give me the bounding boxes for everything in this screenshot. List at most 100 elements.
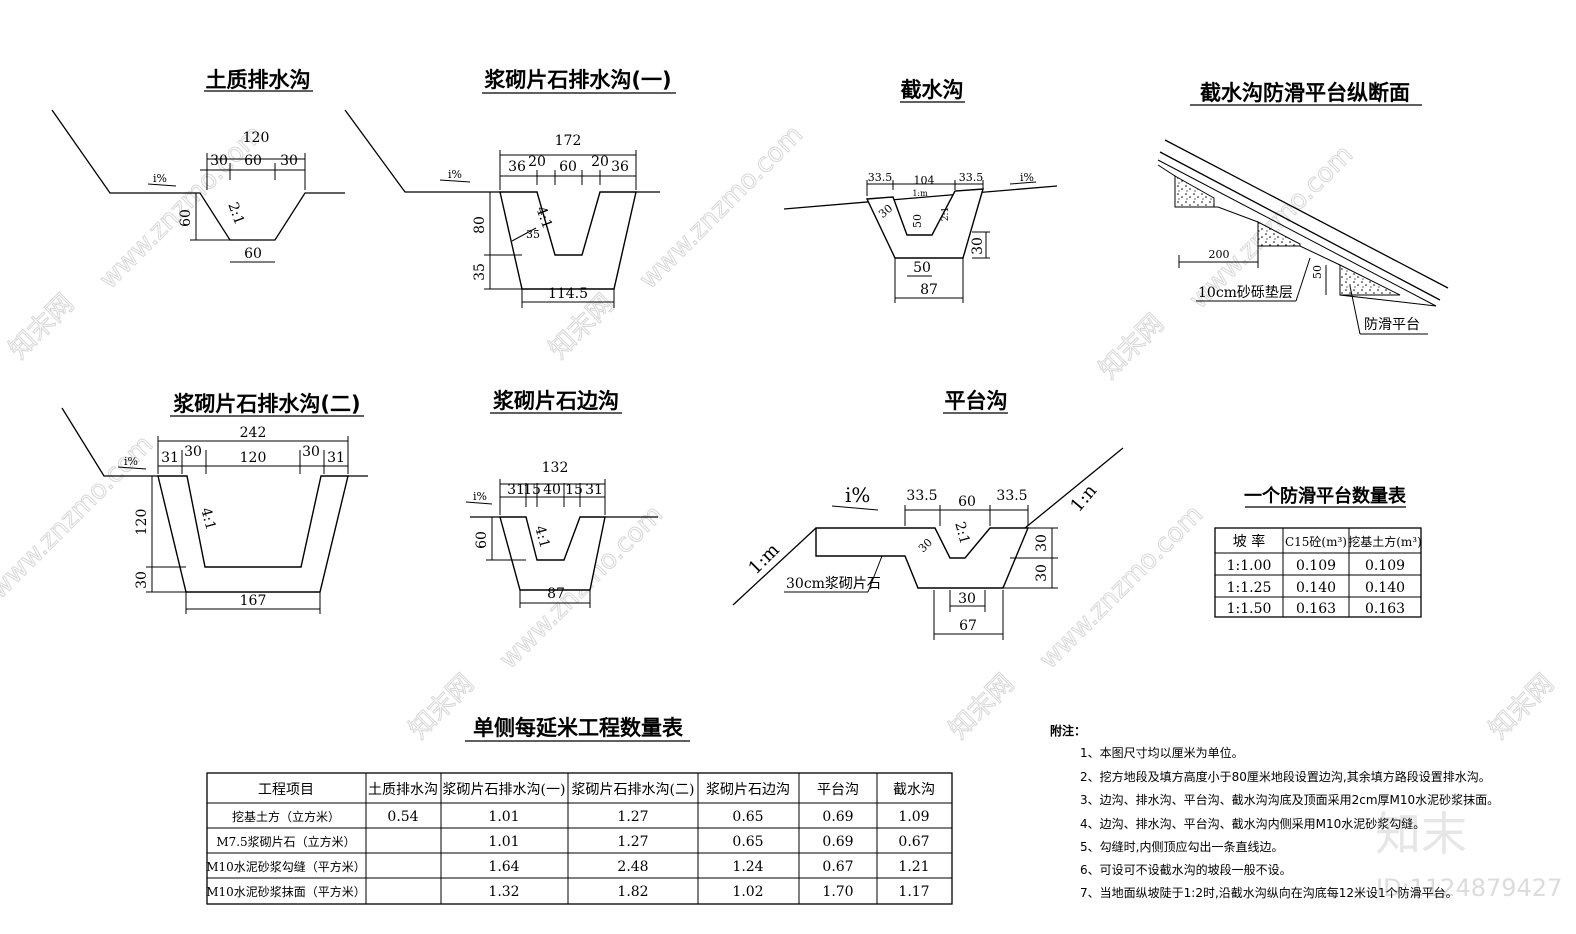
anti-slip-section: 截水沟防滑平台纵断面 200 50 10cm砂砾垫层 防滑平台 xyxy=(1157,81,1449,335)
dim-w3: 30 xyxy=(280,153,298,169)
dim-s2: 30 xyxy=(184,444,202,460)
dim-base: 35 xyxy=(472,263,488,281)
intercept-ditch-title: 截水沟 xyxy=(901,78,964,102)
dim-w1: 30 xyxy=(210,153,228,169)
cell: 0.109 xyxy=(1365,558,1405,574)
note-item: 7、当地面纵坡陡于1:2时,沿截水沟纵向在沟底每12米设1个防滑平台。 xyxy=(1080,885,1458,900)
watermark-text: 知末网 xyxy=(404,669,480,745)
note-item: 4、边沟、排水沟、平台沟、截水沟内侧采用M10水泥砂浆勾缝。 xyxy=(1080,816,1425,831)
dim-s1: 33.5 xyxy=(906,488,937,504)
cell: 1.09 xyxy=(898,809,929,825)
notes-block: 附注： 1、本图尺寸均以厘米为单位。 2、挖方地段及填方高度小于80厘米地段设置… xyxy=(1050,723,1499,900)
watermark-id: ID:1124879427 xyxy=(1376,874,1562,902)
row-label: 挖基土方（立方米） xyxy=(232,809,340,824)
cell: 0.109 xyxy=(1296,558,1336,574)
dim-w2: 60 xyxy=(244,153,262,169)
dim-d2: 50 xyxy=(911,214,924,228)
dim-bottom2: 87 xyxy=(920,282,938,298)
slope-label: 2:1 xyxy=(941,207,951,221)
col-header: 挖基土方(m³) xyxy=(1348,534,1422,549)
dim-s1: 36 xyxy=(508,159,526,175)
dim-thick: 50 xyxy=(1311,265,1324,279)
dim-s3: 33.5 xyxy=(996,488,1027,504)
grade-label: i% xyxy=(473,490,487,503)
dim-len: 200 xyxy=(1209,248,1230,261)
table-row: M10水泥砂浆勾缝（平方米） 1.64 2.48 1.24 0.67 1.21 xyxy=(206,859,929,875)
cell: 1.21 xyxy=(898,859,929,875)
dim-top: 120 xyxy=(243,130,270,146)
dim-bottom: 87 xyxy=(547,586,565,602)
cell: 1.17 xyxy=(898,884,929,900)
dim-bottom2: 67 xyxy=(959,618,977,634)
dim-top: 172 xyxy=(555,133,582,149)
dim-s3: 33.5 xyxy=(959,171,984,184)
watermark-logo: 知末 xyxy=(1375,807,1467,861)
dim-s2: 60 xyxy=(958,494,976,510)
platform-ditch-section: 平台沟 33.5 60 33.5 30 30 30 2:1 30 67 i% 1… xyxy=(732,389,1124,640)
table-row: 挖基土方（立方米） 0.54 1.01 1.27 0.65 0.69 1.09 xyxy=(232,809,930,825)
grade-label: i% xyxy=(153,172,167,185)
dim-depth: 60 xyxy=(474,531,490,549)
grade-label: i% xyxy=(124,455,138,468)
col-header: 截水沟 xyxy=(893,782,935,798)
col-header: 工程项目 xyxy=(258,782,314,798)
grade-label: i% xyxy=(1020,171,1034,184)
cell: 0.163 xyxy=(1365,601,1405,617)
col-header: 浆砌片石排水沟(二) xyxy=(572,782,695,798)
cell: 1.01 xyxy=(488,809,519,825)
side-ditch-section: 浆砌片石边沟 132 31 15 40 15 31 60 4:1 87 i% xyxy=(465,389,658,608)
col-header: 浆砌片石边沟 xyxy=(706,782,790,798)
dim-bottom1: 30 xyxy=(958,591,976,607)
material-note: 30cm浆砌片石 xyxy=(786,576,881,592)
stone-ditch-2-title: 浆砌片石排水沟(二) xyxy=(173,392,360,416)
dim-bottom: 167 xyxy=(240,593,267,609)
slope-label: 2:1 xyxy=(224,200,247,227)
cell: 1.02 xyxy=(732,884,763,900)
cell: 1.70 xyxy=(822,884,853,900)
cell: 0.67 xyxy=(822,859,853,875)
cell: 1.82 xyxy=(617,884,648,900)
dim-s5: 31 xyxy=(327,450,345,466)
watermark-text: 知末网 xyxy=(1094,309,1170,385)
cell: 1:1.50 xyxy=(1227,601,1272,617)
grade-label: i% xyxy=(448,168,462,181)
dim-s1: 33.5 xyxy=(868,171,893,184)
dim-s1: 31 xyxy=(161,450,179,466)
dim-s3: 60 xyxy=(559,159,577,175)
earth-ditch-title: 土质排水沟 xyxy=(206,68,311,92)
dim-d2: 30 xyxy=(1034,564,1050,582)
slope-m-label: 1:m xyxy=(744,539,783,578)
gravel-label: 10cm砂砾垫层 xyxy=(1198,285,1293,301)
dim-inner: 35 xyxy=(526,228,540,241)
dim-s3: 120 xyxy=(240,450,267,466)
dim-bottom1: 50 xyxy=(913,260,931,276)
dim-s4: 30 xyxy=(302,444,320,460)
cell: 1.32 xyxy=(488,884,519,900)
cell: 1:1.00 xyxy=(1227,558,1272,574)
slope-m-label: 1:m xyxy=(912,189,928,198)
notes-heading: 附注： xyxy=(1050,723,1086,738)
anti-slip-table-title: 一个防滑平台数量表 xyxy=(1244,485,1407,507)
dim-s2: 104 xyxy=(914,174,935,187)
row-label: M10水泥砂浆抹面（平方米） xyxy=(206,884,366,899)
dim-s4: 20 xyxy=(591,154,609,170)
cell: 0.140 xyxy=(1296,580,1336,596)
dim-top: 132 xyxy=(542,460,569,476)
watermark-text: 知末网 xyxy=(944,669,1020,745)
quantity-table: 单侧每延米工程数量表 工程项目 土质排水沟 浆砌片石排水沟(一) 浆砌片石排水沟… xyxy=(206,716,953,905)
col-header: 坡 率 xyxy=(1233,533,1265,550)
cell: 0.163 xyxy=(1296,601,1336,617)
table-row: M10水泥砂浆抹面（平方米） 1.32 1.82 1.02 1.70 1.17 xyxy=(206,884,929,900)
side-ditch-title: 浆砌片石边沟 xyxy=(493,389,619,413)
dim-bottom: 114.5 xyxy=(548,286,588,302)
dim-s5: 31 xyxy=(585,482,603,498)
col-header: 土质排水沟 xyxy=(368,782,438,798)
note-item: 1、本图尺寸均以厘米为单位。 xyxy=(1080,745,1244,760)
dim-s4: 15 xyxy=(565,482,583,498)
cell: 2.48 xyxy=(617,859,648,875)
cell: 0.54 xyxy=(387,809,418,825)
stone-ditch-2-section: 浆砌片石排水沟(二) 242 31 30 120 30 31 120 30 4:… xyxy=(61,392,368,614)
grade-label: i% xyxy=(845,483,870,507)
dim-s1: 31 xyxy=(507,482,525,498)
